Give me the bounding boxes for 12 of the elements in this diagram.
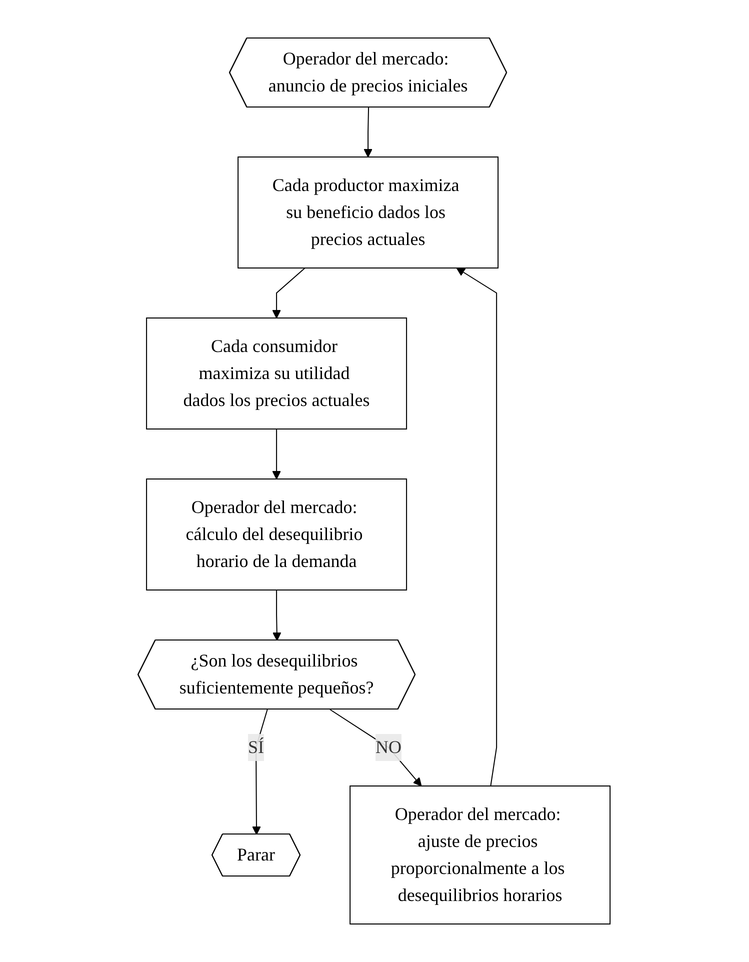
- node-box: Cada productor maximiza su beneficio dados los precios actuales: [238, 156, 500, 268]
- arrow: [330, 709, 422, 786]
- arrow: [456, 268, 498, 786]
- node-box: Cada consumidor maximiza su utilidad dados los precios actuales: [146, 318, 408, 430]
- arrow: [272, 590, 282, 641]
- edge-label: NO: [376, 736, 402, 757]
- edge-label: SÍ: [248, 736, 265, 757]
- arrow: [272, 428, 282, 480]
- node-box: Operador del mercado: cálculo del desequilibrio horario de la demanda: [146, 478, 408, 590]
- arrow: [364, 107, 373, 158]
- arrow: [272, 268, 306, 318]
- node-box: Operador del mercado: ajuste de precios proporcionalmente a los desequilibrios horarios: [350, 785, 612, 924]
